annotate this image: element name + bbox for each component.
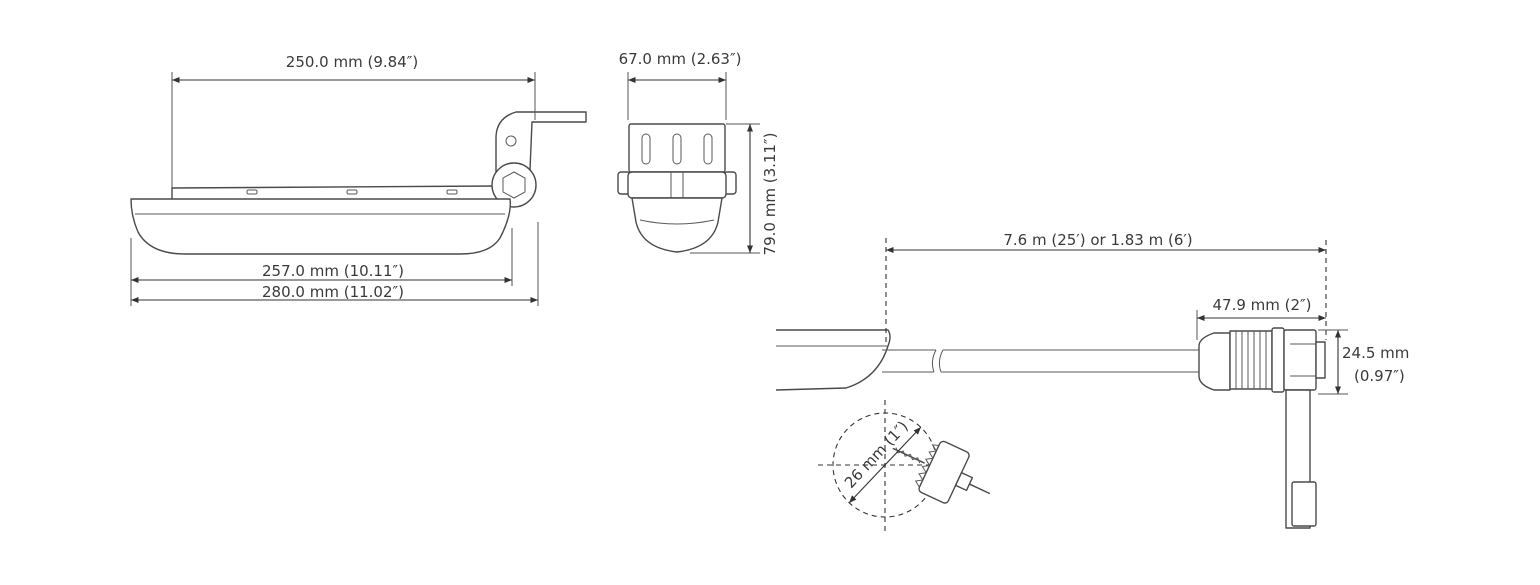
hole-saw-detail: 26 mm (1″): [818, 400, 991, 532]
connector-length-dimension: 47.9 mm (2″): [1196, 296, 1326, 340]
overall-length-label: 280.0 mm (11.02″): [262, 283, 404, 301]
connector-diameter-mm-label: 24.5 mm: [1342, 344, 1409, 362]
transducer-front-view: [617, 123, 737, 253]
body-width-label: 67.0 mm (2.63″): [619, 50, 742, 68]
connector-diameter-dimension: 24.5 mm (0.97″): [1318, 329, 1409, 395]
body-length-dimension: 257.0 mm (10.11″) 280.0 mm (11.02″): [130, 222, 539, 306]
bracket-length-label: 250.0 mm (9.84″): [286, 53, 418, 71]
cable-length-label: 7.6 m (25′) or 1.83 m (6′): [1003, 231, 1192, 249]
hole-diameter-label: 26 mm (1″): [841, 417, 912, 491]
connector-length-label: 47.9 mm (2″): [1212, 296, 1311, 314]
body-height-dimension: 79.0 mm (3.11″): [690, 123, 779, 256]
bracket-length-dimension: 250.0 mm (9.84″): [171, 53, 536, 188]
transducer-cable-view: [775, 327, 1326, 529]
body-length-label: 257.0 mm (10.11″): [262, 262, 404, 280]
connector-diameter-in-label: (0.97″): [1354, 367, 1405, 385]
body-height-label: 79.0 mm (3.11″): [761, 133, 779, 256]
transducer-side-view: [130, 111, 587, 255]
cable-length-dimension: 7.6 m (25′) or 1.83 m (6′): [885, 231, 1327, 346]
body-width-dimension: 67.0 mm (2.63″): [619, 50, 742, 120]
